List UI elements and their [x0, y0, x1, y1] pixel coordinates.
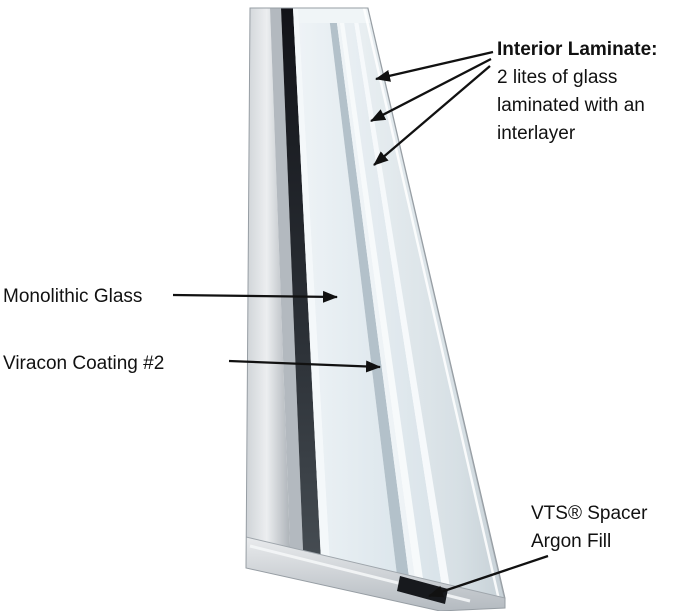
interior-laminate-line-3: interlayer [497, 123, 576, 144]
interior-laminate-line-2: laminated with an [497, 95, 645, 116]
unit-outline [245, 7, 506, 611]
label-viracon-coating: Viracon Coating #2 [3, 353, 165, 374]
interior-laminate-line-1: 2 lites of glass [497, 67, 618, 88]
left-edge-face [246, 8, 292, 600]
glass-edge-highlight-2 [338, 8, 426, 600]
label-monolithic-glass: Monolithic Glass [3, 286, 143, 307]
spacer-line-2: Argon Fill [531, 531, 612, 552]
interior-laminate-heading: Interior Laminate: [497, 39, 658, 60]
laminate-glass-face [298, 8, 400, 600]
laminate-glass-face-2 [342, 8, 444, 600]
label-spacer: VTS® Spacer Argon Fill [531, 500, 647, 556]
arrow-interior-laminate-2 [370, 57, 492, 123]
arrow-monolithic-glass [172, 290, 338, 303]
left-edge-shadow [270, 8, 305, 600]
arrow-viracon-coating [228, 359, 381, 373]
arrow-spacer [428, 554, 549, 598]
bottom-front-edge-line [246, 536, 505, 599]
spacer-line-1: VTS® Spacer [531, 503, 648, 524]
top-edge-face [298, 8, 372, 23]
coating-strip [328, 8, 412, 600]
airspace-strip [335, 8, 418, 600]
arrow-interior-laminate-3 [373, 65, 491, 166]
glass-edge-highlight-1 [293, 8, 332, 600]
arrow-interior-laminate-1 [375, 50, 494, 82]
label-interior-laminate: Interior Laminate: 2 lites of glass lami… [497, 36, 657, 148]
right-edge-highlight [362, 8, 501, 601]
interlayer-dark-strip [281, 8, 323, 600]
